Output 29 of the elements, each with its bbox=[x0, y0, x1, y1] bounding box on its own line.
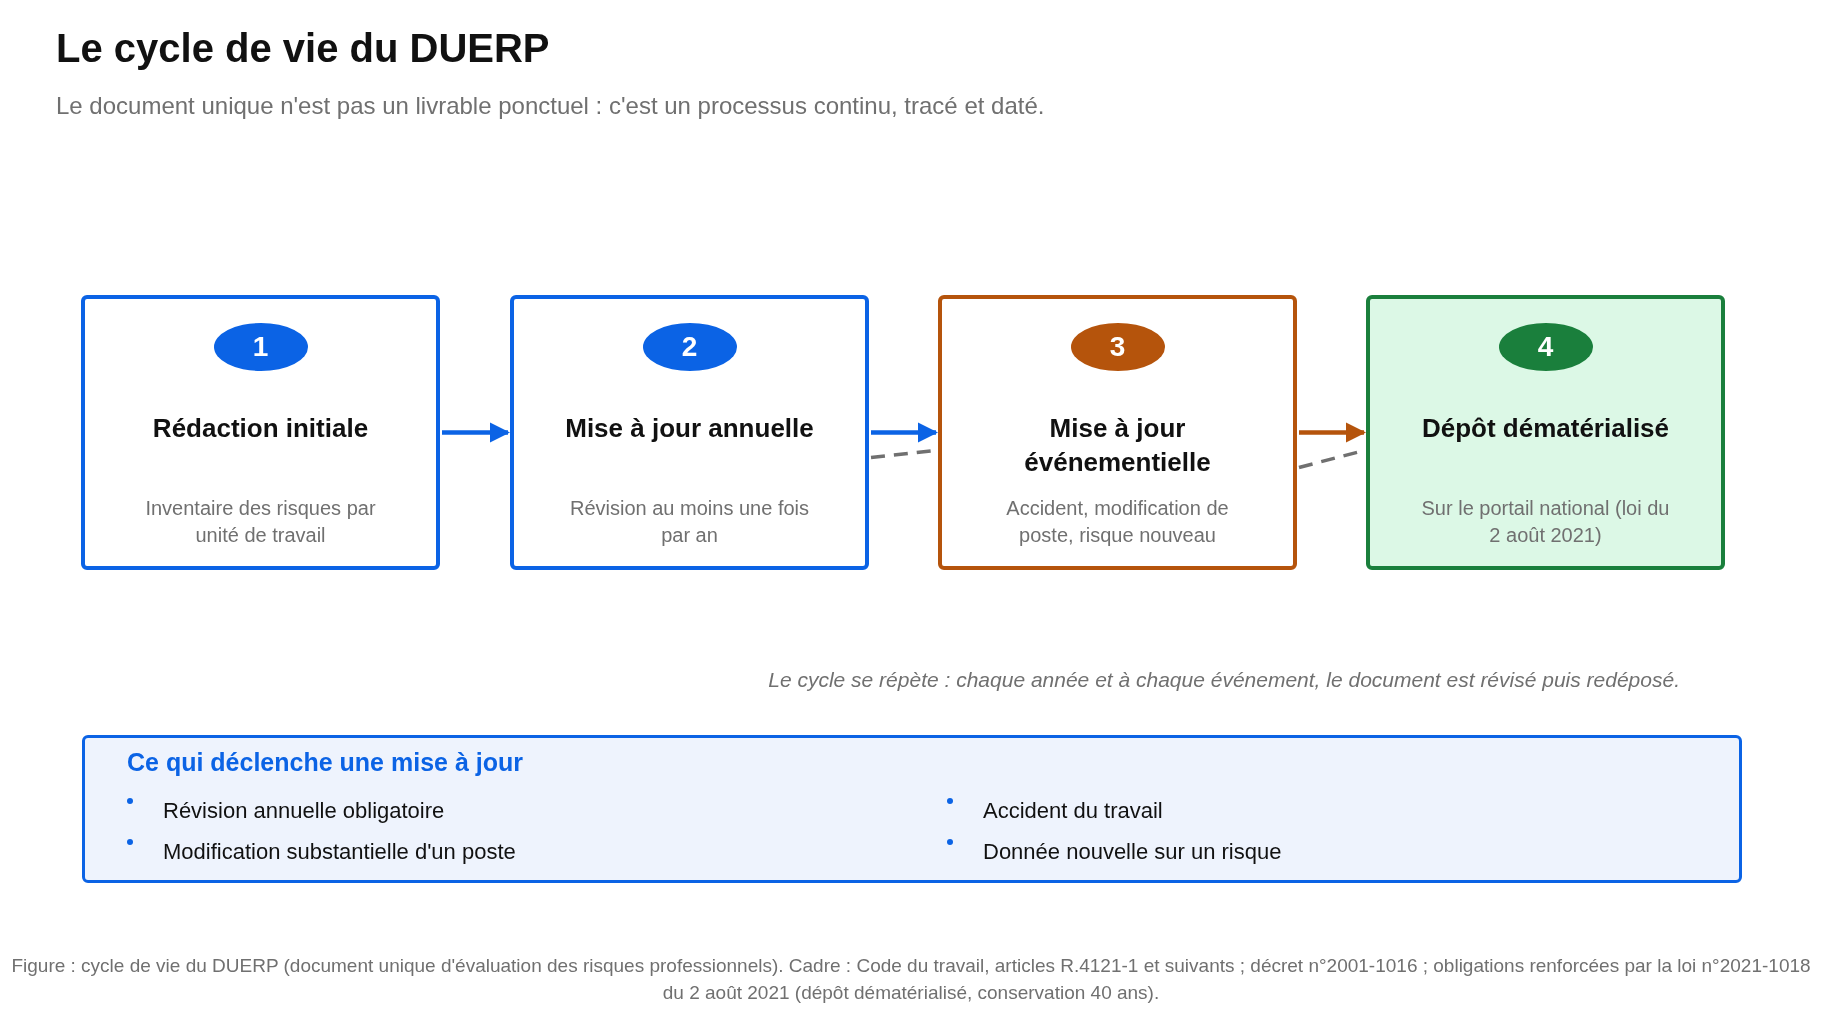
step-description: Accident, modification de poste, risque nouveau bbox=[1005, 496, 1230, 548]
step-box bbox=[938, 295, 1297, 570]
step-title: Rédaction initiale bbox=[151, 412, 370, 445]
arrow bbox=[442, 422, 511, 443]
step-box bbox=[81, 295, 440, 570]
figure-caption: Figure : cycle de vie du DUERP (document unique d'évaluation des risques professionnels). Cadre : Code du travail, articles R.4121-1 et suivants ; décret n°2001-1016 ; obligations renforcées par la loi n°2021-1018 du 2 août 2021 (dépôt dématérialisé, conservation 40 ans). bbox=[10, 954, 1812, 1005]
note-text: Le cycle se répète : chaque année et à chaque événement, le document est révisé puis redéposé. bbox=[767, 668, 1680, 692]
step-number-badge: 2 bbox=[642, 323, 737, 371]
list-item: Accident du travail bbox=[983, 798, 1163, 824]
step-number-badge: 4 bbox=[1498, 323, 1593, 371]
subtitle: Le document unique n'est pas un livrable ponctuel : c'est un processus continu, tracé et daté. bbox=[56, 92, 1045, 120]
step-description: Inventaire des risques par unité de travail bbox=[144, 496, 377, 548]
step-description: Révision au moins une fois par an bbox=[569, 496, 810, 548]
step-title: Dépôt dématérialisé bbox=[1420, 412, 1671, 445]
arrow bbox=[871, 422, 939, 443]
step-number-badge: 3 bbox=[1070, 323, 1165, 371]
list-item: Donnée nouvelle sur un risque bbox=[983, 839, 1282, 865]
step-number-badge: 1 bbox=[213, 323, 308, 371]
step-title: Mise à jour événementielle bbox=[1023, 412, 1212, 479]
step-description: Sur le portail national (loi du 2 août 2021) bbox=[1420, 496, 1671, 548]
list-item: Modification substantielle d'un poste bbox=[163, 839, 516, 865]
list-item: Révision annuelle obligatoire bbox=[163, 798, 445, 824]
step-box bbox=[1366, 295, 1725, 570]
page-title: Le cycle de vie du DUERP bbox=[56, 26, 550, 71]
trigger-panel bbox=[82, 735, 1742, 883]
arrow bbox=[1299, 422, 1367, 443]
step-title: Mise à jour annuelle bbox=[564, 412, 815, 445]
step-box bbox=[510, 295, 869, 570]
panel-heading: Ce qui déclenche une mise à jour bbox=[127, 748, 523, 777]
